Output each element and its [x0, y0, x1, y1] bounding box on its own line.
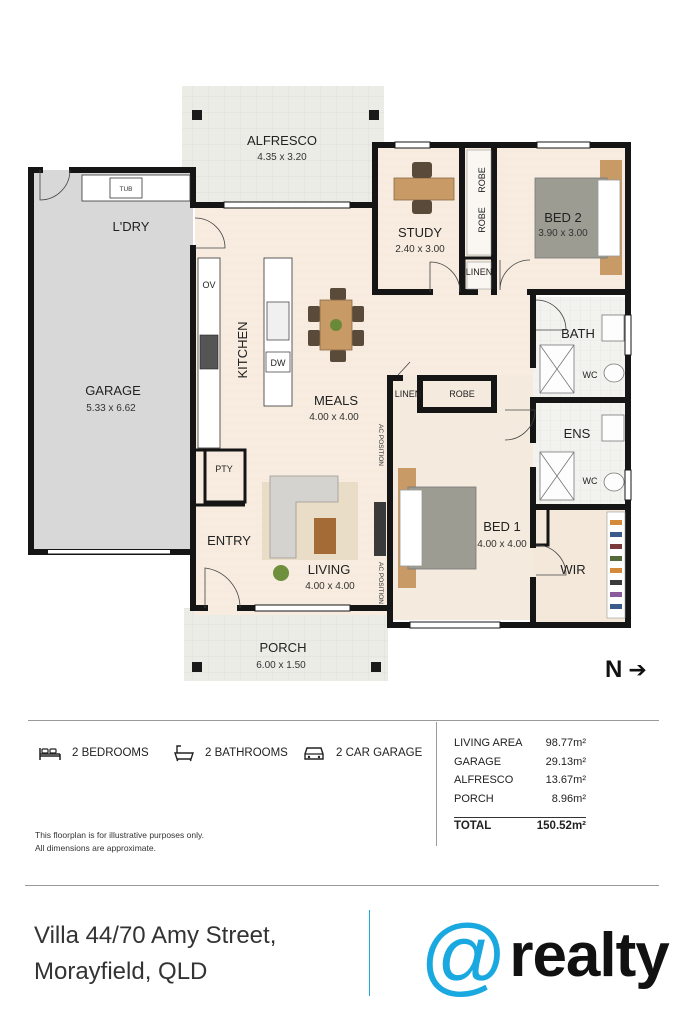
door-swings	[39, 169, 567, 609]
address-line1: Villa 44/70 Amy Street,	[34, 922, 277, 949]
alfresco-paving	[182, 86, 384, 206]
feature-bathrooms: 2 BATHROOMS	[173, 744, 288, 762]
car-icon	[304, 747, 324, 760]
robe-top-label: ROBE	[477, 167, 487, 193]
garage-label: GARAGE	[85, 383, 141, 398]
linen-top-label: LINEN	[466, 267, 493, 277]
bath-label: BATH	[561, 326, 595, 341]
total-rule	[454, 817, 586, 818]
linen-top	[466, 261, 492, 290]
bed1-label: BED 1	[483, 519, 521, 534]
bed2-label: BED 2	[544, 210, 582, 225]
dishwasher-label: DW	[271, 358, 286, 368]
footer-divider	[369, 910, 370, 996]
study-label: STUDY	[398, 225, 442, 240]
cooktop-icon	[199, 334, 219, 370]
entry-label: ENTRY	[207, 533, 251, 548]
feature-bedrooms-label: 2 BEDROOMS	[72, 747, 149, 759]
robe-mid-label: ROBE	[449, 389, 475, 399]
meals-label: MEALS	[314, 393, 358, 408]
dw-box	[265, 351, 291, 373]
meals-dims: 4.00 x 4.00	[309, 412, 359, 423]
bathtub-icon	[174, 745, 194, 762]
porch-paving	[184, 608, 388, 681]
divider-bottom	[25, 885, 659, 886]
bed-icon	[39, 748, 61, 760]
feature-garage: 2 CAR GARAGE	[302, 744, 422, 762]
floor-plan: ALFRESCO 4.35 x 3.20 TUB L'DRY GARAGE 5.…	[28, 86, 632, 681]
bed2-dims: 3.90 x 3.00	[538, 228, 588, 239]
living-dims: 4.00 x 4.00	[305, 581, 355, 592]
feature-bathrooms-label: 2 BATHROOMS	[205, 747, 288, 759]
living-label: LIVING	[308, 562, 351, 577]
feature-bedrooms: 2 BEDROOMS	[38, 744, 149, 762]
bed1-dims: 4.00 x 4.00	[477, 539, 527, 550]
ens-wc-label: WC	[583, 476, 598, 486]
logo-at-sign: @	[420, 908, 508, 1004]
disclaimer: This floorplan is for illustrative purpo…	[35, 830, 204, 853]
study-dims: 2.40 x 3.00	[395, 244, 445, 255]
areas-divider	[436, 722, 437, 846]
living-furniture	[262, 475, 386, 581]
ens-label: ENS	[564, 426, 591, 441]
linen-mid-label: LINEN	[395, 389, 422, 399]
robe-top-label-2: ROBE	[477, 207, 487, 233]
sink-icon	[266, 301, 290, 341]
divider-top	[28, 720, 659, 721]
north-indicator: N➔	[605, 656, 647, 684]
address-line2: Morayfield, QLD	[34, 958, 208, 985]
porch-label: PORCH	[260, 640, 307, 655]
logo-wordmark: realty	[509, 921, 669, 990]
north-letter: N	[605, 656, 623, 683]
study-desk	[393, 162, 455, 214]
kitchen-label: KITCHEN	[235, 321, 250, 378]
laundry-label: L'DRY	[113, 219, 150, 234]
pantry-label: PTY	[215, 464, 233, 474]
tub-icon	[109, 177, 143, 199]
alfresco-dims: 4.35 x 3.20	[257, 152, 307, 163]
feature-garage-label: 2 CAR GARAGE	[336, 747, 423, 759]
posts	[192, 110, 381, 672]
wir-label: WIR	[560, 562, 585, 577]
ac-position-label-1: AC POSITION	[377, 424, 384, 466]
agency-logo: @ realty	[420, 908, 670, 1004]
bed2-furniture	[534, 160, 622, 275]
interior-walls	[195, 256, 550, 547]
robe-top	[466, 149, 492, 256]
property-address: Villa 44/70 Amy Street, Morayfield, QLD	[34, 918, 364, 990]
dining-table	[308, 288, 364, 362]
tub-label: TUB	[120, 186, 133, 193]
garage-dims: 5.33 x 6.62	[86, 403, 136, 414]
alfresco-label: ALFRESCO	[247, 133, 317, 148]
ac-position-label-2: AC POSITION	[377, 562, 384, 604]
arrow-right-icon: ➔	[628, 657, 647, 682]
windows	[223, 141, 632, 629]
bath-wc-label: WC	[583, 370, 598, 380]
oven-label: OV	[202, 280, 215, 290]
shoe-rack	[606, 511, 626, 619]
bath-fixtures	[539, 314, 625, 501]
porch-dims: 6.00 x 1.50	[256, 660, 306, 671]
garage-floor	[31, 170, 193, 552]
bed1-furniture	[398, 468, 477, 588]
